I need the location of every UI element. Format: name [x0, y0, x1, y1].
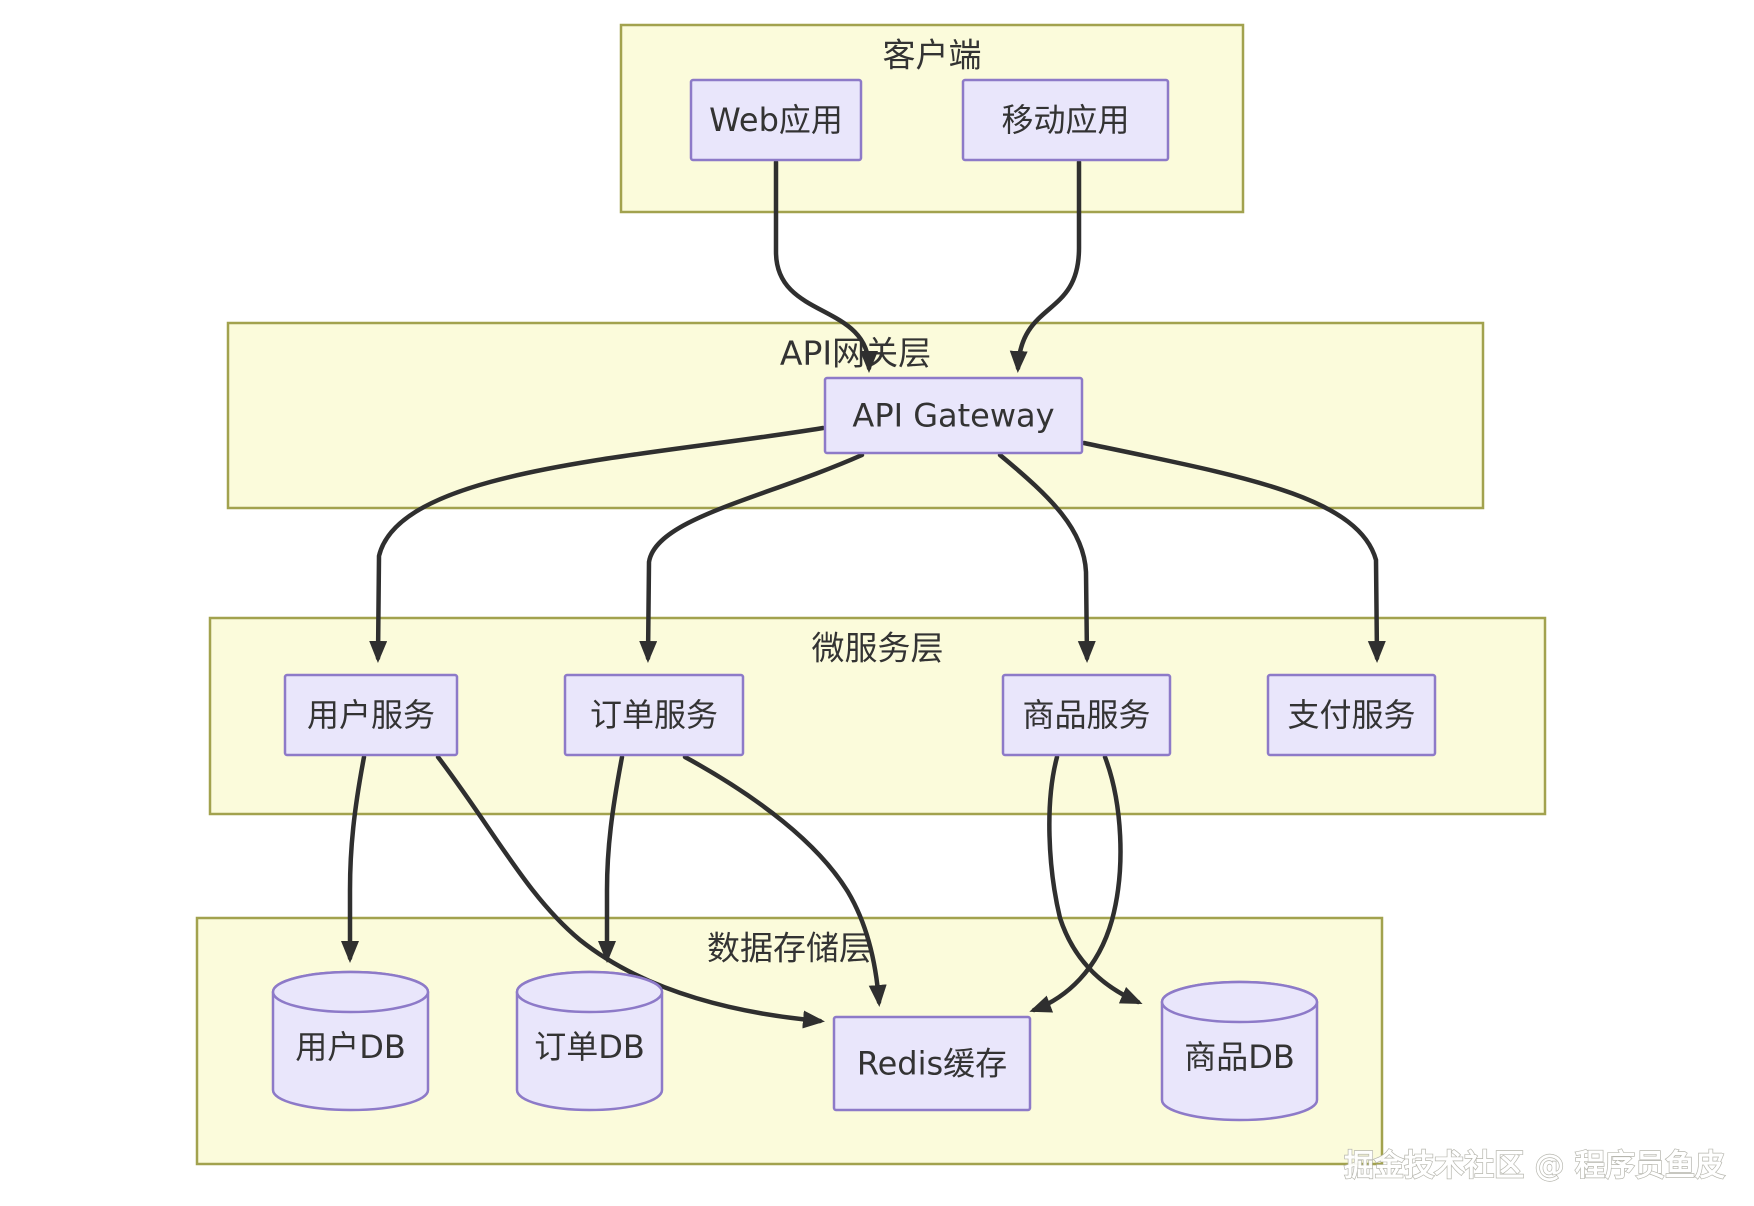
node-orderdb-cylinder-lid	[515, 970, 664, 1014]
node-product	[1001, 673, 1172, 757]
edge-order-redis	[682, 754, 887, 1007]
edge-apigw-order	[639, 452, 865, 663]
node-label-order: 订单服务	[590, 696, 718, 734]
node-user	[283, 673, 459, 757]
node-label-pay: 支付服务	[1287, 696, 1415, 734]
node-pay	[1266, 673, 1437, 757]
edge-user-userdb	[341, 754, 367, 963]
edge-web-apigw	[773, 159, 878, 373]
node-productdb-cylinder-lid	[1160, 980, 1319, 1024]
node-apigw	[823, 376, 1084, 455]
layer-title-storage: 数据存储层	[707, 929, 872, 968]
node-order	[563, 673, 745, 757]
node-label-orderdb: 订单DB	[534, 1028, 645, 1066]
edge-apigw-user	[369, 425, 826, 663]
watermark: 掘金技术社区 @ 程序员鱼皮	[1344, 1149, 1725, 1184]
edge-product-productdb	[1047, 754, 1143, 1005]
edge-apigw-pay	[1081, 440, 1386, 663]
node-mobile	[961, 78, 1170, 162]
node-userdb-cylinder-lid	[271, 970, 430, 1014]
node-web	[689, 78, 863, 162]
edge-user-redis	[435, 754, 825, 1029]
edge-product-redis	[1029, 754, 1123, 1013]
node-label-user: 用户服务	[307, 696, 435, 734]
layer-title-services: 微服务层	[812, 629, 944, 668]
node-label-web: Web应用	[709, 101, 843, 139]
node-label-apigw: API Gateway	[852, 397, 1054, 435]
layer-title-client: 客户端	[883, 36, 982, 75]
node-label-redis: Redis缓存	[857, 1045, 1007, 1083]
node-label-productdb: 商品DB	[1184, 1038, 1295, 1076]
edge-apigw-product	[997, 452, 1096, 663]
node-label-mobile: 移动应用	[1001, 101, 1129, 139]
node-label-userdb: 用户DB	[295, 1028, 406, 1066]
node-label-product: 商品服务	[1022, 696, 1150, 734]
edge-mobile-apigw	[1009, 159, 1082, 373]
node-redis	[832, 1015, 1032, 1112]
layer-title-gateway: API网关层	[780, 334, 931, 373]
edge-order-orderdb	[598, 754, 625, 963]
